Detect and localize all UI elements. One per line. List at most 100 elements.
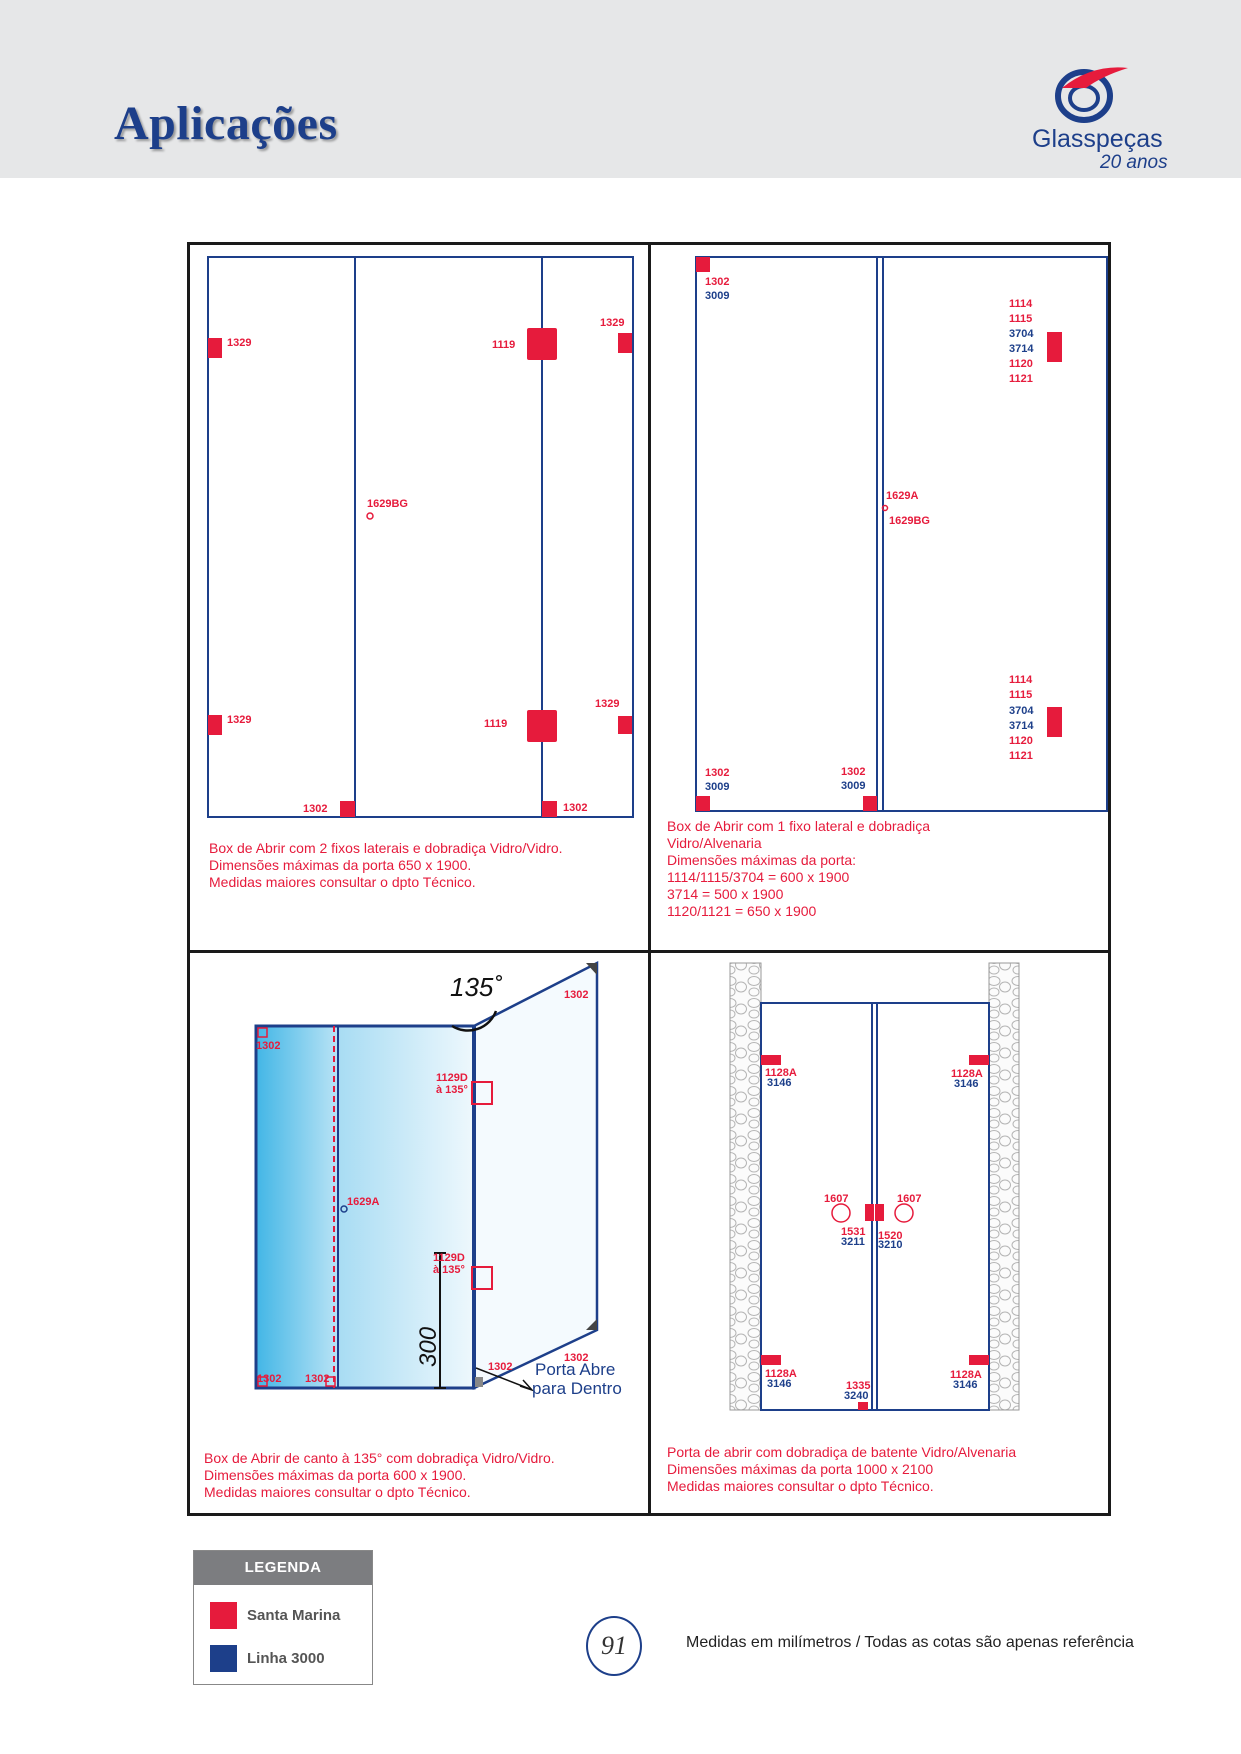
fitting-1302 [325, 1376, 336, 1387]
fitting-1302 [696, 257, 710, 272]
fitting-1302 [257, 1027, 268, 1038]
label-1302: 1302 [563, 802, 587, 814]
label-1607: 1607 [897, 1193, 921, 1205]
legend-title: LEGENDA [194, 1551, 372, 1585]
label-1129d: 1129D [433, 1252, 465, 1264]
label-1302: 1302 [256, 1040, 280, 1052]
label-1119: 1119 [484, 718, 507, 730]
wall-left [729, 962, 762, 1411]
corner-clamp [586, 963, 597, 975]
label-1114: 1114 [1009, 298, 1033, 310]
fitting-1302 [340, 801, 355, 817]
label-1607: 1607 [824, 1193, 848, 1205]
label-3240: 3240 [844, 1390, 868, 1402]
fitting-1329 [618, 333, 632, 353]
label-3009: 3009 [841, 780, 865, 792]
label-3704: 3704 [1009, 328, 1034, 340]
hinge-1128a [969, 1055, 989, 1065]
label-1329: 1329 [227, 337, 251, 349]
fitting-1119 [527, 710, 557, 742]
label-1629bg: 1629BG [889, 515, 930, 527]
label-1329: 1329 [595, 698, 619, 710]
label-1520: 1520 [878, 1230, 902, 1242]
label-1302: 1302 [841, 766, 865, 778]
lock-1520 [875, 1204, 884, 1221]
brand-logo: Glasspeças 20 anos [1028, 58, 1178, 178]
handle-1607 [831, 1203, 851, 1223]
label-1121: 1121 [1009, 750, 1033, 762]
fitting-1302 [542, 801, 557, 817]
label-3211: 3211 [841, 1236, 865, 1248]
panel-3-caption: Box de Abrir de canto à 135° com dobradi… [204, 1450, 555, 1500]
label-3146: 3146 [953, 1379, 977, 1391]
label-3009: 3009 [705, 290, 729, 302]
label-1128a: 1128A [765, 1067, 797, 1079]
panel-4-diagram: 1128A 3146 1128A 3146 1607 1607 1531 321… [729, 962, 1020, 1411]
fitting-1329 [618, 716, 632, 734]
fitting-1302 [257, 1376, 268, 1387]
label-1329: 1329 [227, 714, 251, 726]
legend: LEGENDA Santa Marina Linha 3000 [193, 1550, 373, 1685]
label-1120: 1120 [1009, 358, 1033, 370]
panel-2-caption: Box de Abrir com 1 fixo lateral e dobrad… [667, 818, 931, 919]
label-1531: 1531 [841, 1226, 865, 1238]
label-3146: 3146 [767, 1077, 791, 1089]
wall-right [988, 962, 1020, 1411]
hinge-1128a [969, 1355, 989, 1365]
label-1302: 1302 [705, 767, 729, 779]
hinge-1128a [761, 1355, 781, 1365]
label-1129d: 1129D [436, 1072, 468, 1084]
label-angle-135: à 135° [433, 1264, 465, 1276]
fitting-1329 [208, 338, 222, 358]
logo-tagline: 20 anos [1099, 152, 1168, 173]
logo-name: Glasspeças [1032, 125, 1163, 153]
label-1128a: 1128A [950, 1369, 982, 1381]
label-1121: 1121 [1009, 373, 1033, 385]
fitting-1302 [863, 796, 877, 811]
label-1302: 1302 [488, 1361, 512, 1373]
label-1114: 1114 [1009, 674, 1033, 686]
label-1329: 1329 [600, 317, 624, 329]
label-1629a: 1629A [886, 490, 918, 502]
legend-swatch-red [210, 1601, 237, 1629]
label-3714: 3714 [1009, 343, 1034, 355]
label-1302: 1302 [303, 803, 327, 815]
label-1335: 1335 [846, 1380, 870, 1392]
page-header [0, 0, 1241, 178]
fitting-1329 [208, 715, 222, 735]
corner-clamp [586, 1319, 597, 1330]
label-1115: 1115 [1009, 313, 1032, 325]
label-1128a: 1128A [765, 1368, 797, 1380]
hinge-1129d [471, 1266, 493, 1290]
panel-1-diagram: 1329 1329 1329 1329 1119 1119 1629BG 130… [207, 256, 634, 818]
page-title: Aplicações [114, 97, 338, 150]
label-3210: 3210 [878, 1239, 902, 1251]
fitting-1629a [340, 1205, 348, 1213]
dimension-300: 300 [415, 1326, 442, 1367]
fitting-1302 [475, 1377, 483, 1387]
door-note-line-2: para Dentro [532, 1379, 622, 1398]
label-1115: 1115 [1009, 689, 1032, 701]
label-1302: 1302 [257, 1373, 281, 1385]
label-1629bg: 1629BG [367, 498, 408, 510]
label-3704: 3704 [1009, 705, 1034, 717]
fitting-1302 [696, 796, 710, 811]
label-3714: 3714 [1009, 720, 1034, 732]
label-3009: 3009 [705, 781, 729, 793]
handle-1607 [894, 1203, 914, 1223]
label-angle-135: à 135° [436, 1084, 468, 1096]
floor-pivot-1335 [858, 1402, 868, 1410]
lock-1531 [865, 1204, 874, 1221]
label-1119: 1119 [492, 339, 515, 351]
panel-4-caption: Porta de abrir com dobradiça de batente … [667, 1444, 1017, 1494]
legend-item-linha-3000: Linha 3000 [210, 1644, 325, 1672]
hinge-1129d [471, 1081, 493, 1105]
label-1128a: 1128A [951, 1068, 983, 1080]
label-1302: 1302 [564, 1352, 588, 1364]
panel-2-diagram: 1302 3009 1114 1115 3704 3714 1120 1121 … [695, 256, 1108, 812]
legend-swatch-blue [210, 1644, 237, 1672]
label-1302: 1302 [564, 989, 588, 1001]
panel-1-caption: Box de Abrir com 2 fixos laterais e dobr… [209, 840, 563, 890]
hinge-1114 [1047, 707, 1062, 737]
label-3146: 3146 [954, 1078, 978, 1090]
